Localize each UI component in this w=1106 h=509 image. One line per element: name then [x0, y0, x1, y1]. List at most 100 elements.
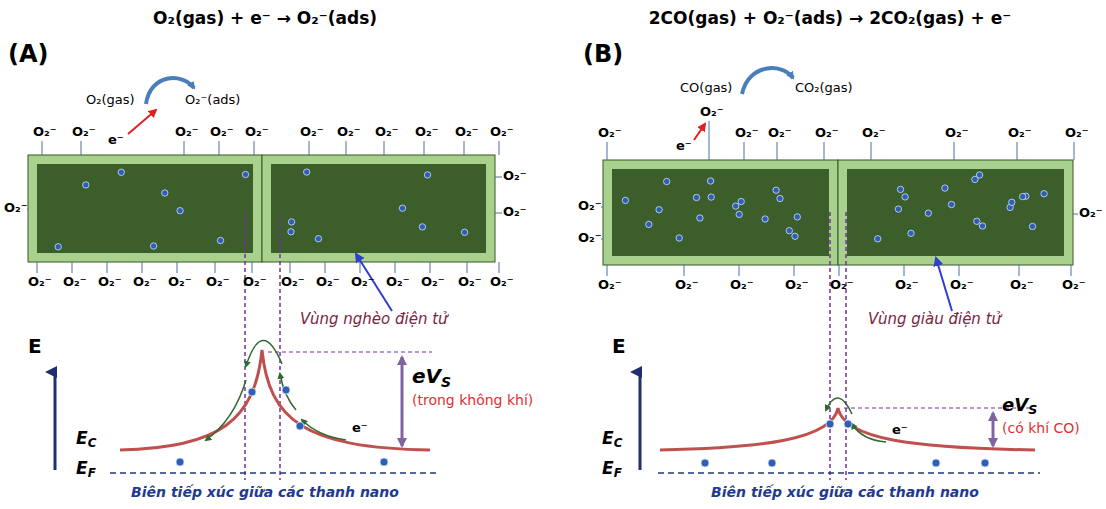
electron [708, 194, 714, 200]
band-label: EC [602, 428, 622, 450]
band-label: EF [76, 458, 96, 480]
oxygen-ion: O₂⁻ [28, 274, 52, 290]
barrier-level [268, 351, 432, 352]
adsorption-tick [709, 121, 710, 160]
oxygen-ion: O₂⁻ [316, 274, 340, 290]
adsorption-tick [495, 213, 502, 214]
oxygen-ion: O₂⁻ [210, 124, 234, 140]
adsorption-tick [424, 141, 425, 155]
adsorption-tick [495, 177, 502, 178]
oxygen-ion: O₂⁻ [300, 124, 324, 140]
adsorption-tick [177, 262, 178, 273]
oxygen-ion: O₂⁻ [245, 124, 269, 140]
electron-arrow [694, 124, 705, 140]
adsorption-tick [1019, 265, 1020, 276]
electron [461, 229, 467, 235]
electron-label: e⁻ [676, 138, 692, 154]
oxygen-ion: O₂⁻ [862, 125, 886, 141]
oxygen-ion: O₂⁻ [578, 198, 602, 214]
electron [656, 207, 662, 213]
pointer-arrow [936, 258, 952, 311]
electron [1009, 199, 1015, 205]
oxygen-ion: O₂⁻ [503, 204, 527, 220]
gas-label: CO₂(gas) [795, 80, 853, 96]
oxygen-ion: O₂⁻ [1062, 277, 1086, 293]
fermi-level [658, 472, 1040, 474]
oxygen-ion: O₂⁻ [490, 274, 514, 290]
oxygen-ion: O₂⁻ [455, 124, 479, 140]
oxygen-ion: O₂⁻ [337, 124, 361, 140]
adsorption-tick [499, 262, 500, 273]
electron [118, 169, 124, 175]
energy-axis [639, 372, 642, 470]
electron [895, 206, 901, 212]
electron [942, 185, 948, 191]
electron [676, 235, 682, 241]
oxygen-ion: O₂⁻ [815, 125, 839, 141]
electron [55, 244, 61, 250]
barrier-label: eVS [1002, 394, 1037, 417]
axis-label: E [612, 334, 626, 358]
oxygen-ion: O₂⁻ [578, 230, 602, 246]
electron [1029, 223, 1035, 229]
electron [974, 218, 980, 224]
oxygen-ion: O₂⁻ [1008, 125, 1032, 141]
oxygen-ion: O₂⁻ [351, 274, 375, 290]
oxygen-ion: O₂⁻ [598, 277, 622, 293]
panel-letter: (A) [8, 40, 49, 69]
electron [315, 236, 321, 242]
region-label: Vùng nghèo điện tử [300, 310, 448, 328]
electron [399, 205, 405, 211]
boundary-caption: Biên tiếp xúc giữa các thanh nano [711, 484, 979, 501]
oxygen-ion: O₂⁻ [281, 274, 305, 290]
barrier-arrow [401, 357, 404, 446]
electron-label: e⁻ [108, 132, 124, 148]
adsorption-tick [607, 265, 608, 276]
oxygen-ion: O₂⁻ [730, 277, 754, 293]
oxygen-ion: O₂⁻ [675, 277, 699, 293]
oxygen-ion: O₂⁻ [206, 274, 230, 290]
band-label: EF [602, 458, 622, 480]
electron [693, 194, 699, 200]
condition-label: (trong không khí) [412, 392, 533, 409]
adsorption-tick [184, 141, 185, 155]
adsorption-tick [215, 262, 216, 273]
oxygen-ion: O₂⁻ [243, 274, 267, 290]
adsorption-tick [309, 141, 310, 155]
adsorption-tick [824, 142, 825, 160]
electron [83, 182, 89, 188]
adsorption-tick [42, 141, 43, 155]
adsorption-tick [142, 262, 143, 273]
adsorption-tick [464, 141, 465, 155]
adsorption-tick [107, 262, 108, 273]
region-label: Vùng giàu điện tử [868, 310, 1001, 328]
adsorption-tick [254, 141, 255, 155]
electron [897, 186, 903, 192]
adsorption-tick [499, 141, 500, 155]
adsorption-tick [871, 142, 872, 160]
gas-label: O₂(gas) [86, 92, 135, 108]
oxygen-ion: O₂⁻ [768, 125, 792, 141]
reaction-arrow [742, 68, 793, 94]
adsorption-tick [252, 262, 253, 273]
oxygen-ion: O₂⁻ [830, 277, 854, 293]
electron [979, 223, 985, 229]
band-label: EC [76, 428, 96, 450]
oxygen-ion: O₂⁻ [895, 277, 919, 293]
oxygen-ion: O₂⁻ [33, 124, 57, 140]
electron [925, 210, 931, 216]
adsorption-tick [954, 142, 955, 160]
oxygen-ion: O₂⁻ [735, 125, 759, 141]
electron [622, 197, 628, 203]
oxygen-ion: O₂⁻ [1079, 205, 1103, 221]
adsorption-tick [81, 141, 82, 155]
adsorption-tick [37, 262, 38, 273]
oxygen-ion: O₂⁻ [133, 274, 157, 290]
adsorption-tick [467, 262, 468, 273]
adsorption-tick [1071, 265, 1072, 276]
oxygen-ion: O₂⁻ [63, 274, 87, 290]
electron [777, 195, 783, 201]
oxygen-ion: O₂⁻ [375, 124, 399, 140]
